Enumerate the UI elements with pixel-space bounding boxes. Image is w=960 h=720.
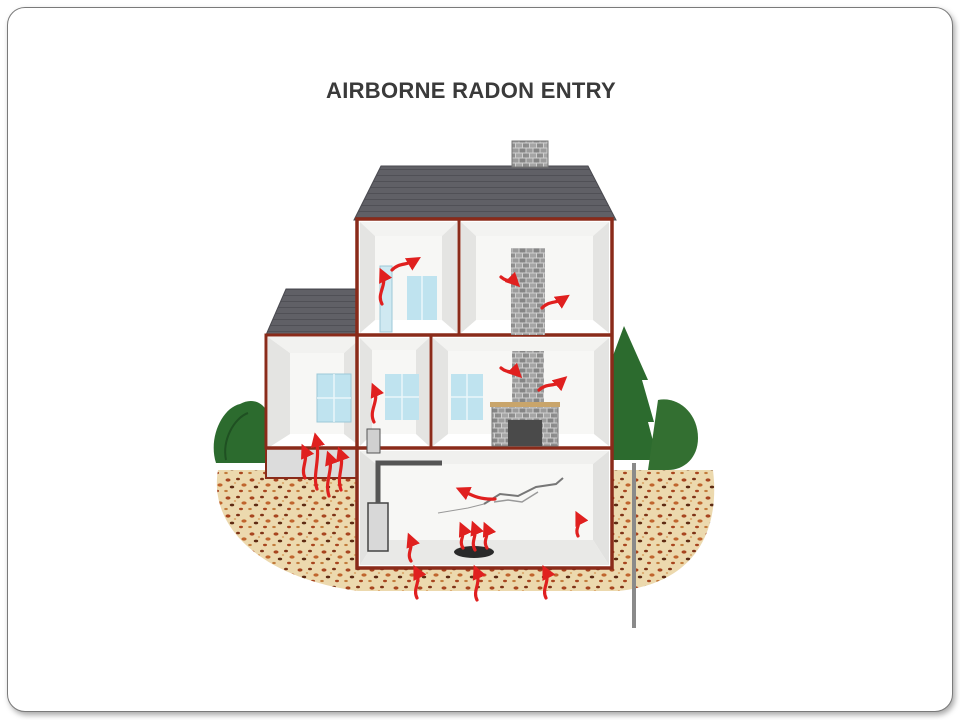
radon-arrow-icon xyxy=(310,432,325,491)
tree-icon xyxy=(213,400,270,463)
radon-arrow-icon xyxy=(378,267,393,306)
radon-arrow-icon xyxy=(336,446,350,492)
radon-arrow-icon xyxy=(370,382,385,424)
radon-arrow-icon xyxy=(499,271,521,288)
annex-roof xyxy=(265,288,361,336)
radon-arrow-icon xyxy=(482,521,497,550)
vent-pipe xyxy=(632,463,636,628)
main-roof xyxy=(353,165,617,221)
radon-arrow-icon xyxy=(540,294,570,310)
chimney-icon xyxy=(512,351,544,406)
radon-arrow-icon xyxy=(537,376,568,392)
furnace-icon xyxy=(367,502,389,552)
slide-frame: AIRBORNE RADON ENTRY xyxy=(7,7,953,712)
radon-arrow-icon xyxy=(390,257,421,272)
chimney-icon xyxy=(511,140,549,168)
radon-arrow-icon xyxy=(325,450,339,498)
diagram-title: AIRBORNE RADON ENTRY xyxy=(326,78,616,103)
house-illustration xyxy=(213,140,715,628)
radon-arrow-icon xyxy=(458,521,473,550)
radon-arrow-icon xyxy=(470,520,484,552)
radon-arrow-icon xyxy=(499,362,523,379)
radon-arrow-icon xyxy=(301,443,315,480)
crack-icon xyxy=(437,477,564,514)
radon-arrow-icon xyxy=(472,564,487,602)
radon-arrow-icon xyxy=(542,564,556,600)
radon-arrow-icon xyxy=(455,486,497,501)
radon-arrow-icon xyxy=(406,532,420,563)
radon-arrow-icon xyxy=(413,564,427,600)
radon-arrow-icon xyxy=(575,510,589,538)
chimney-icon xyxy=(511,248,545,335)
